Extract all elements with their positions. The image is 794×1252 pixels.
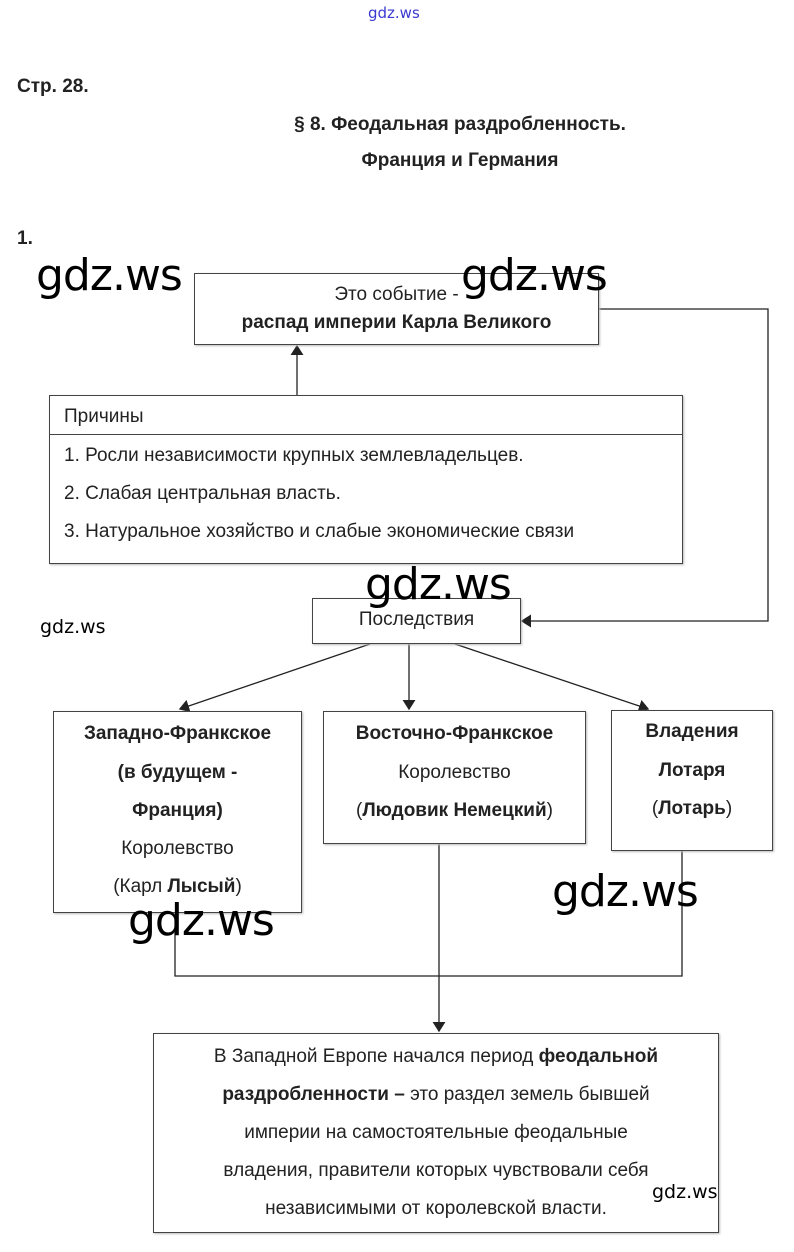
causes-box: Причины 1. Росли независимости крупных з… bbox=[49, 395, 683, 564]
conclusion-box: В Западной Европе начался период феодаль… bbox=[153, 1033, 719, 1233]
west-line-2: (в будущем - bbox=[117, 762, 238, 783]
east-line-1: Восточно-Франкское bbox=[355, 723, 554, 744]
task-number: 1. bbox=[17, 228, 33, 249]
consequences-header: Последствия bbox=[358, 609, 475, 630]
watermark: gdz.ws bbox=[461, 250, 608, 301]
lothar-box: Владения Лотаря (Лотарь) bbox=[611, 710, 773, 851]
watermark: gdz.ws bbox=[365, 559, 512, 610]
cause-item: 2. Слабая центральная власть. bbox=[64, 483, 341, 504]
ruler-prefix: ( bbox=[356, 800, 363, 821]
connector-bottom bbox=[174, 850, 683, 977]
ruler-name: Лысый bbox=[167, 876, 236, 897]
conclusion-line-2: раздробленности – это раздел земель бывш… bbox=[154, 1084, 718, 1106]
east-line-3: (Людовик Немецкий) bbox=[324, 800, 585, 822]
conclusion-line-5: независимыми от королевской власти. bbox=[265, 1198, 607, 1219]
cause-item: 3. Натуральное хозяйство и слабые эконом… bbox=[64, 521, 575, 542]
conclusion-line-3: империи на самостоятельные феодальные bbox=[244, 1122, 628, 1143]
lothar-line-1: Владения bbox=[645, 721, 739, 742]
ruler-name: Людовик Немецкий bbox=[362, 800, 547, 821]
event-value: распад империи Карла Великого bbox=[241, 312, 552, 333]
lothar-line-2: Лотаря bbox=[658, 760, 726, 781]
page-reference: Стр. 28. bbox=[17, 76, 89, 97]
watermark: gdz.ws bbox=[552, 866, 699, 917]
east-line-2: Королевство bbox=[398, 762, 511, 783]
conclusion-line-4: владения, правители которых чувствовали … bbox=[223, 1160, 649, 1181]
conclusion-line-1: В Западной Европе начался период феодаль… bbox=[154, 1046, 718, 1068]
term: феодальной bbox=[538, 1046, 659, 1067]
text: это раздел земель бывшей bbox=[404, 1084, 650, 1105]
ruler-name: Лотарь bbox=[658, 798, 726, 819]
ruler-suffix: ) bbox=[725, 798, 733, 819]
consequences-box: Последствия bbox=[312, 598, 521, 644]
watermark-small: gdz.ws bbox=[652, 1181, 718, 1203]
ruler-suffix: ) bbox=[546, 800, 553, 821]
ruler-prefix: (Карл bbox=[113, 876, 168, 897]
term: раздробленности – bbox=[222, 1084, 405, 1105]
west-line-1: Западно-Франкское bbox=[83, 723, 272, 744]
watermark-top[interactable]: gdz.ws bbox=[368, 4, 420, 22]
west-line-4: Королевство bbox=[121, 838, 234, 859]
arrow-to-lothar bbox=[454, 643, 650, 713]
watermark: gdz.ws bbox=[128, 895, 275, 946]
west-frankish-box: Западно-Франкское (в будущем - Франция) … bbox=[53, 711, 302, 913]
event-label: Это событие - bbox=[334, 284, 459, 305]
lothar-line-3: (Лотарь) bbox=[612, 798, 772, 820]
east-frankish-box: Восточно-Франкское Королевство (Людовик … bbox=[323, 711, 586, 844]
watermark: gdz.ws bbox=[36, 250, 183, 301]
text: В Западной Европе начался период bbox=[213, 1046, 539, 1067]
arrow-event-to-consequences bbox=[520, 308, 769, 628]
title-line-1: § 8. Феодальная раздробленность. bbox=[294, 114, 626, 135]
ruler-suffix: ) bbox=[235, 876, 242, 897]
causes-header: Причины bbox=[64, 406, 144, 427]
watermark-small: gdz.ws bbox=[40, 616, 106, 638]
event-box: Это событие - распад империи Карла Велик… bbox=[194, 273, 599, 345]
cause-item: 1. Росли независимости крупных землевлад… bbox=[64, 445, 524, 466]
causes-divider bbox=[50, 434, 682, 435]
title-line-2: Франция и Германия bbox=[361, 150, 559, 171]
west-line-5: (Карл Лысый) bbox=[54, 876, 301, 898]
ruler-prefix: ( bbox=[651, 798, 659, 819]
west-line-3: Франция) bbox=[132, 800, 223, 821]
arrow-to-west bbox=[178, 643, 371, 713]
